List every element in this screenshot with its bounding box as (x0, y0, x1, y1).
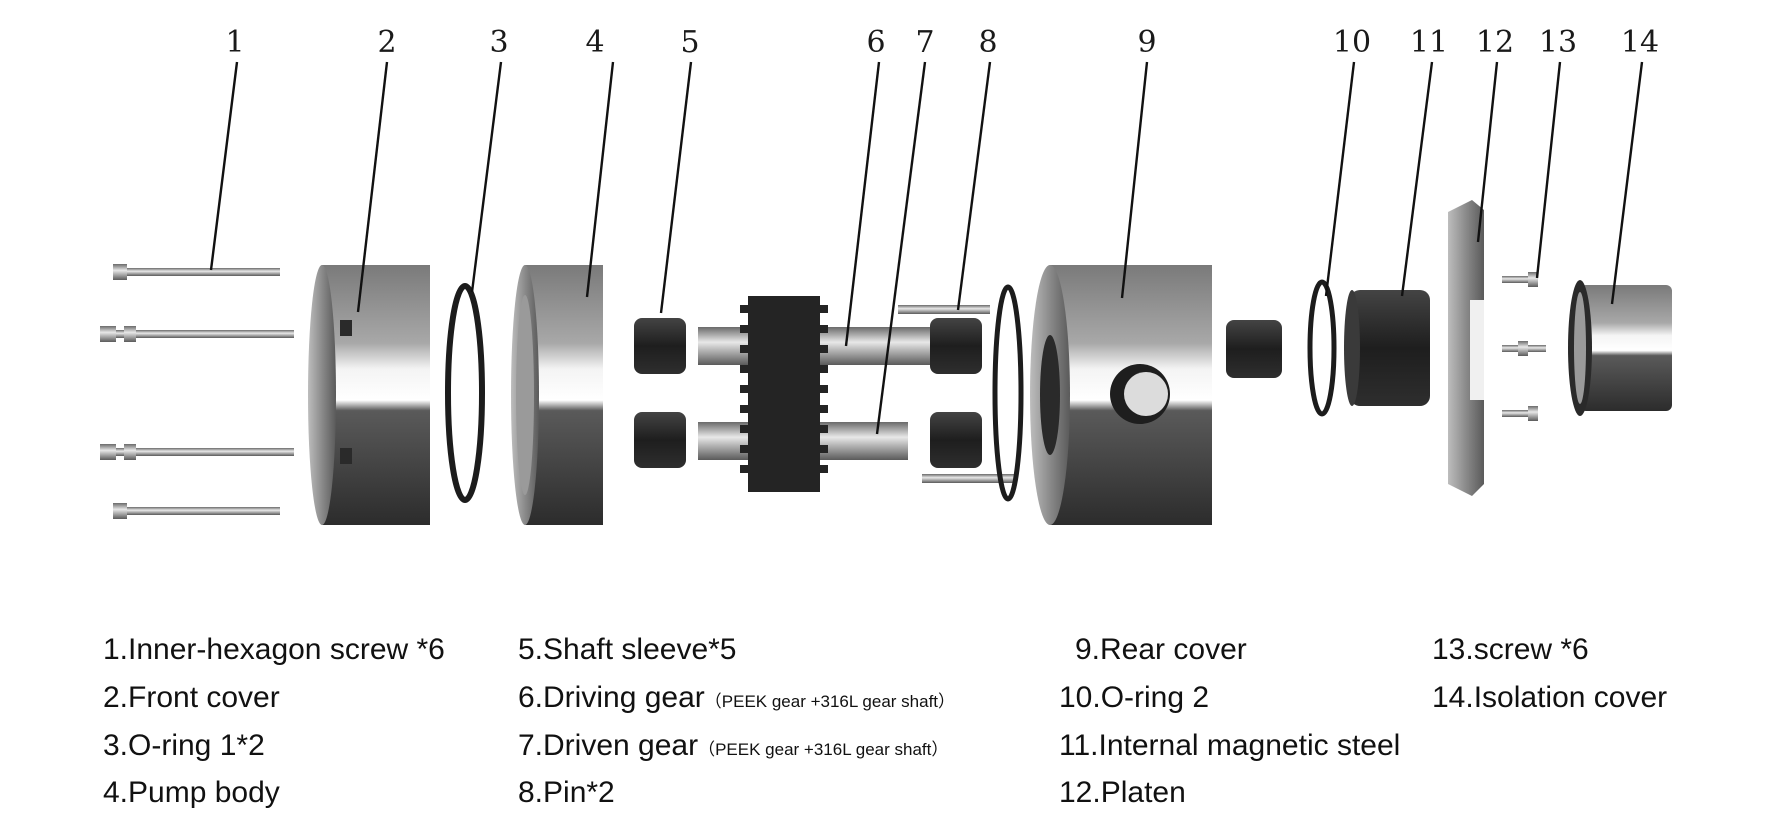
callout-13: 13 (1539, 25, 1577, 60)
part-front-cover (308, 265, 430, 525)
callout-3: 3 (489, 25, 508, 60)
part-isolation-cover (1568, 280, 1672, 416)
legend-item-2: 2.Front cover (103, 681, 280, 714)
part-pins (898, 284, 1024, 502)
parts-legend: 1.Inner-hexagon screw *6 2.Front cover 3… (0, 620, 1781, 820)
legend-item-11: 11.Internal magnetic steel (1059, 729, 1401, 762)
legend-item-5: 5.Shaft sleeve*5 (518, 633, 737, 666)
part-rear-cover (1030, 265, 1212, 525)
callout-5: 5 (680, 25, 699, 60)
legend-item-14: 14.Isolation cover (1432, 681, 1668, 714)
callout-9: 9 (1137, 25, 1156, 60)
part-internal-magnetic-steel (1344, 290, 1430, 406)
callout-1: 1 (225, 25, 244, 60)
callout-8: 8 (978, 25, 997, 60)
callout-6: 6 (866, 25, 885, 60)
legend-item-1: 1.Inner-hexagon screw *6 (103, 633, 445, 666)
legend-item-12: 12.Platen (1059, 776, 1186, 809)
legend-item-8: 8.Pin*2 (518, 776, 615, 809)
part-inner-hexagon-screws (100, 264, 294, 519)
part-screws (1502, 272, 1546, 421)
leader-lines (209, 61, 1644, 435)
legend-item-9: 9.Rear cover (1075, 633, 1247, 666)
legend-item-3: 3.O-ring 1*2 (103, 729, 265, 762)
callout-12: 12 (1476, 25, 1514, 60)
part-o-ring-2 (1307, 279, 1337, 417)
callout-2: 2 (377, 25, 396, 60)
legend-item-7: 7.Driven gear（PEEK gear +316L gear shaft… (518, 729, 949, 762)
callout-7: 7 (915, 25, 934, 60)
legend-item-10: 10.O-ring 2 (1059, 681, 1210, 714)
callout-numbers: 1 2 3 4 5 6 7 8 9 10 11 12 13 14 (225, 25, 1659, 60)
callout-14: 14 (1621, 25, 1659, 60)
part-o-ring-1 (445, 283, 485, 503)
callout-11: 11 (1410, 25, 1448, 60)
legend-item-7-note: （PEEK gear +316L gear shaft） (698, 740, 949, 759)
legend-item-6-note: （PEEK gear +316L gear shaft） (704, 692, 956, 711)
callout-10: 10 (1333, 25, 1371, 60)
callout-4: 4 (585, 25, 604, 60)
part-peek-gears (740, 296, 828, 492)
part-shaft-sleeve-single (1226, 320, 1282, 378)
part-shaft-sleeves-left (634, 318, 686, 468)
legend-item-4: 4.Pump body (103, 776, 280, 809)
legend-item-13: 13.screw *6 (1432, 633, 1589, 666)
part-platen (1448, 200, 1484, 496)
part-pump-body (511, 265, 603, 525)
legend-item-6: 6.Driving gear（PEEK gear +316L gear shaf… (518, 681, 956, 714)
part-shaft-sleeves-right (930, 318, 982, 468)
